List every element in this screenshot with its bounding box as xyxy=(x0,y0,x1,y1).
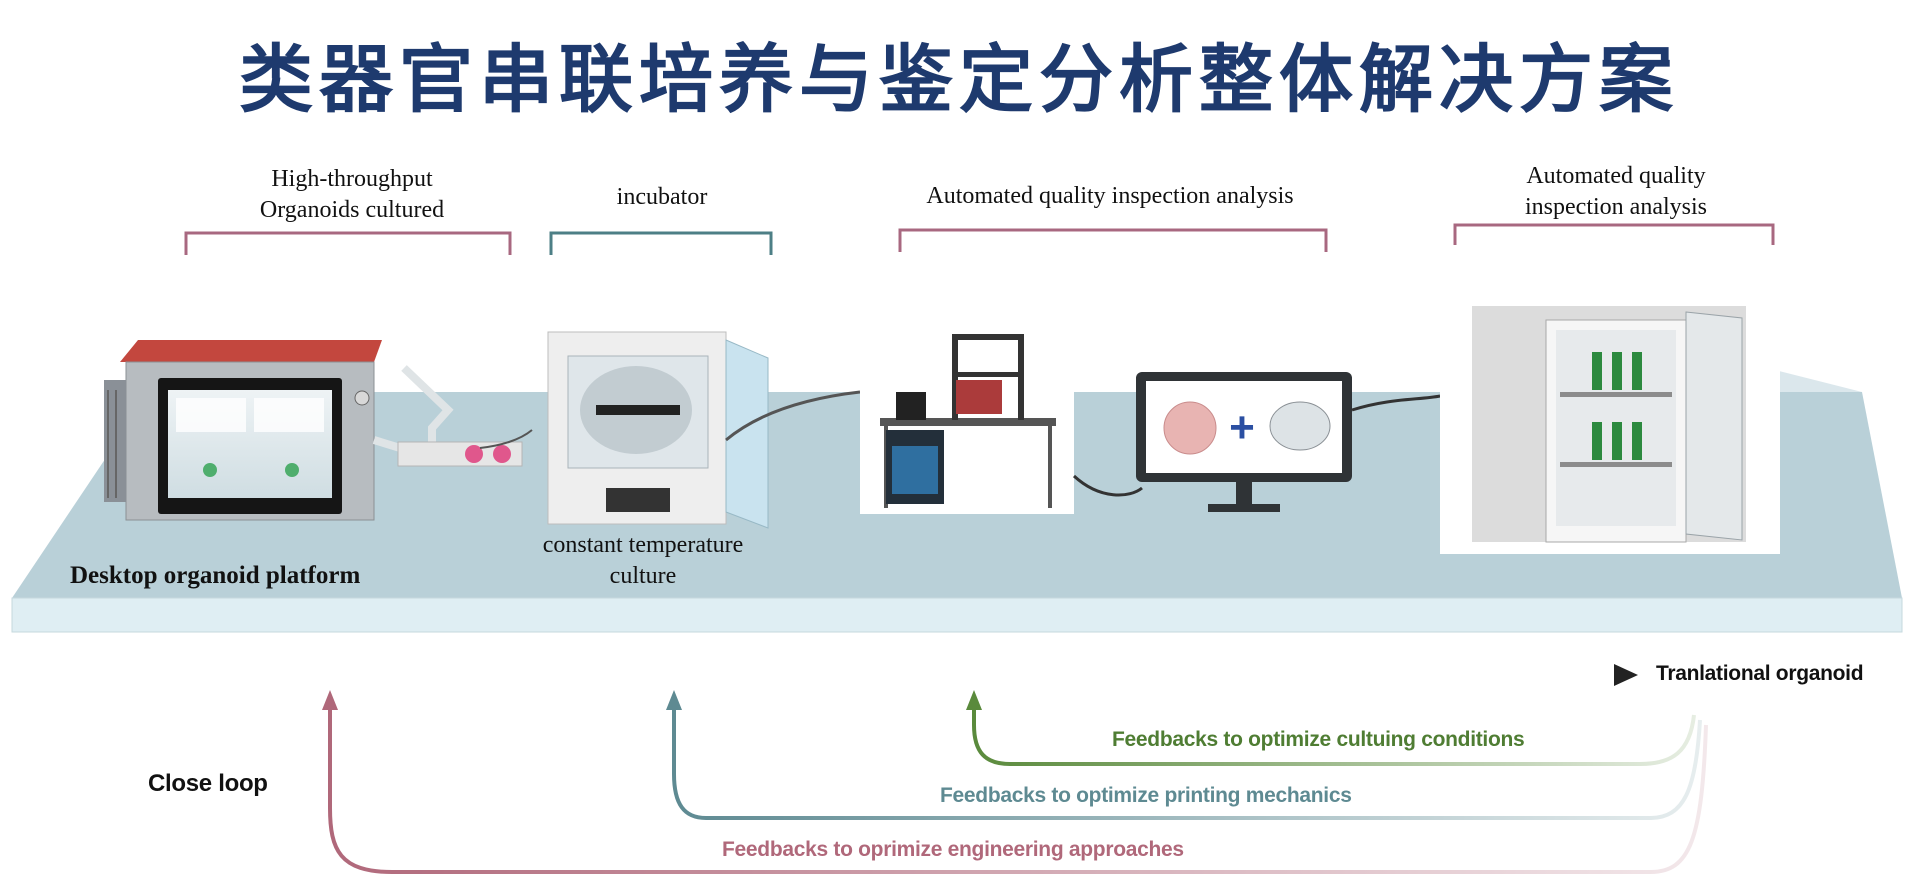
page-title: 类器官串联培养与鉴定分析整体解决方案 xyxy=(239,37,1679,123)
feedback-loop-culturing xyxy=(966,690,1696,766)
stage-3-header: Automated quality inspection analysis xyxy=(926,183,1294,209)
feedback-engineering-label: Feedbacks to oprimize engineering approa… xyxy=(722,838,1184,861)
incubator-device xyxy=(479,331,861,529)
stage-4-header-line-1: Automated quality xyxy=(1526,163,1706,189)
translational-arrow xyxy=(228,664,1638,686)
bracket-stage-1 xyxy=(184,231,512,255)
feedback-printing-label: Feedbacks to optimize printing mechanics xyxy=(940,784,1352,807)
feedback-loop-engineering xyxy=(322,690,1708,874)
microscope-workstation xyxy=(860,334,1074,514)
stage-1-caption: Desktop organoid platform xyxy=(70,562,361,589)
feedback-culturing-label: Feedbacks to optimize cultuing condition… xyxy=(1112,728,1525,751)
stage-4-header: Automated quality inspection analysis xyxy=(1456,161,1776,223)
bracket-stage-4 xyxy=(1453,223,1775,245)
large-incubator-photo xyxy=(1440,272,1780,554)
stage-1-header-line-1: High-throughput xyxy=(271,166,433,192)
translational-organoid-label: Tranlational organoid xyxy=(1656,662,1864,685)
close-loop-label: Close loop xyxy=(148,770,268,797)
feedback-loop-printing xyxy=(666,690,1702,820)
stage-1-header-line-2: Organoids cultured xyxy=(259,197,445,223)
stage-2-caption-line-2: culture xyxy=(609,563,677,589)
bracket-stage-2 xyxy=(549,231,773,255)
stage-2-caption: constant temperature culture xyxy=(515,530,771,592)
stage-2-caption-line-1: constant temperature xyxy=(542,532,744,558)
stage-2-header: incubator xyxy=(616,184,708,210)
stage-1-header: High-throughput Organoids cultured xyxy=(222,164,482,226)
svg-text:+: + xyxy=(1229,403,1255,452)
stage-4-header-line-2: inspection analysis xyxy=(1525,194,1707,220)
desktop-organoid-device xyxy=(104,340,523,521)
bracket-stage-3 xyxy=(898,228,1328,252)
analysis-monitor: + xyxy=(1072,372,1441,512)
